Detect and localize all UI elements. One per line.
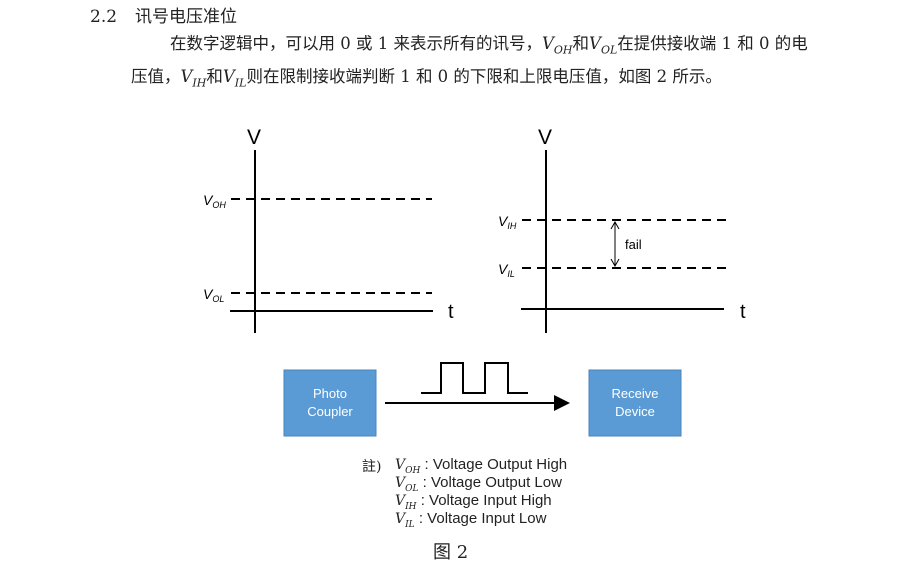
- signal-path: Photo Coupler Receive Device: [283, 362, 682, 437]
- fail-label: fail: [625, 237, 642, 252]
- photo-coupler-box: [283, 369, 377, 437]
- fail-arrow-down-icon: [610, 258, 620, 268]
- left-y-axis-label: V: [247, 126, 261, 149]
- receive-device-box: [588, 369, 682, 437]
- notes-prefix: 註): [362, 459, 382, 475]
- note-text: : Voltage Output High: [424, 456, 568, 473]
- section-number: 2.2: [90, 7, 118, 27]
- vil-label: VIL: [498, 261, 515, 279]
- note-text: : Voltage Input Low: [418, 510, 547, 527]
- vih-label: VIH: [498, 213, 517, 231]
- paragraph-text: 压值，: [131, 67, 181, 86]
- paragraph-text: 和: [572, 34, 590, 53]
- photo-coupler-label-1: Photo: [313, 386, 347, 401]
- paragraph-text: 在数字逻辑中，可以用 0 或 1 来表示所有的讯号，: [170, 34, 542, 53]
- note-text: : Voltage Input High: [420, 492, 552, 509]
- fail-arrow-up-icon: [610, 220, 620, 230]
- pulse-waveform: [421, 362, 528, 394]
- paragraph-text: 和: [206, 67, 223, 86]
- paragraph-line-1: 在数字逻辑中，可以用 0 或 1 来表示所有的讯号，VOH和VOL在提供接收端 …: [170, 30, 808, 56]
- receive-device-label-2: Device: [615, 404, 655, 419]
- paragraph-text: 则在限制接收端判断 1 和 0 的下限和上限电压值，如图 2 所示。: [246, 67, 722, 86]
- receive-device-label-1: Receive: [612, 386, 659, 401]
- right-y-axis-label: V: [538, 126, 552, 149]
- right-x-axis-label: t: [740, 301, 746, 323]
- section-title: 讯号电压准位: [135, 7, 238, 27]
- left-voltage-graph: V t VOH VOL: [203, 126, 454, 333]
- figure-caption: 图 2: [433, 542, 469, 563]
- note-item: VOH : Voltage Output High: [395, 456, 568, 476]
- symbol-voh: VOH: [541, 34, 573, 57]
- left-x-axis-label: t: [448, 301, 454, 323]
- right-voltage-graph: V t VIH VIL fail: [498, 126, 746, 333]
- paragraph-line-2: 压值，VIH和VIL则在限制接收端判断 1 和 0 的下限和上限电压值，如图 2…: [131, 63, 722, 89]
- voh-label: VOH: [203, 192, 226, 210]
- note-item: VIH : Voltage Input High: [395, 492, 552, 512]
- note-item: VOL : Voltage Output Low: [395, 474, 562, 494]
- section-heading: 2.2 讯号电压准位: [90, 2, 237, 27]
- symbol-vih: VIH: [180, 67, 207, 90]
- photo-coupler-label-2: Coupler: [307, 404, 353, 419]
- paragraph-text: 在提供接收端 1 和 0 的电: [617, 34, 808, 53]
- vol-label: VOL: [203, 286, 224, 304]
- symbol-vol: VOL: [589, 34, 618, 57]
- note-item: VIL : Voltage Input Low: [395, 510, 547, 530]
- note-text: : Voltage Output Low: [422, 474, 562, 491]
- symbol-vil: VIL: [222, 67, 247, 90]
